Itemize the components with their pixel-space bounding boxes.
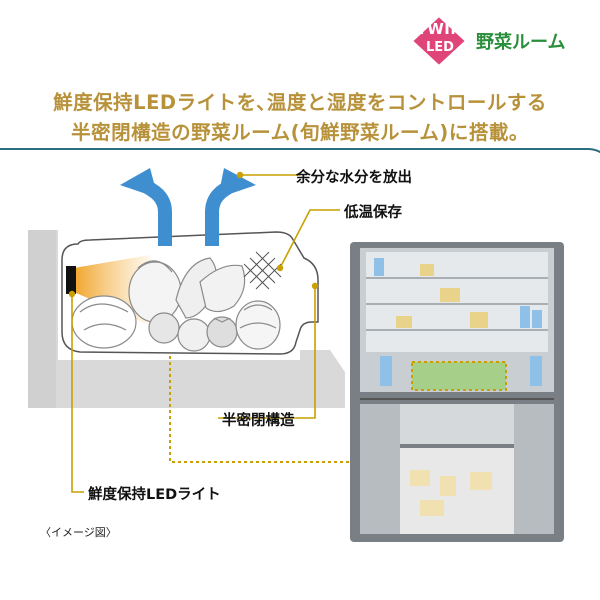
badge-name: 野菜ルーム xyxy=(476,32,566,53)
callout-leader-lines xyxy=(68,171,340,493)
moisture-release-label: 余分な水分を放出 xyxy=(296,170,412,186)
badge-led-text: LED xyxy=(426,40,454,55)
refrigerator-illustration xyxy=(350,242,564,542)
badge-twin-text: TWIN xyxy=(416,20,464,38)
low-temp-storage-label: 低温保存 xyxy=(344,205,402,221)
headline-line-1: 鮮度保持LEDライトを､温度と湿度をコントロールする xyxy=(53,91,547,114)
semi-sealed-structure-label: 半密閉構造 xyxy=(222,413,295,429)
badge-diamond-icon xyxy=(410,14,468,68)
vegetables-illustration xyxy=(71,257,281,352)
moisture-release-arrows xyxy=(120,168,256,246)
fridge-base-shape xyxy=(28,230,345,408)
headline-line-2: 半密閉構造の野菜ルーム(旬鮮野菜ルーム)に搭載。 xyxy=(71,121,529,144)
freshness-led-light-label: 鮮度保持LEDライト xyxy=(88,487,221,503)
image-note: 〈イメージ図〉 xyxy=(40,526,117,539)
twin-led-badge: TWIN LED 野菜ルーム xyxy=(410,14,590,68)
